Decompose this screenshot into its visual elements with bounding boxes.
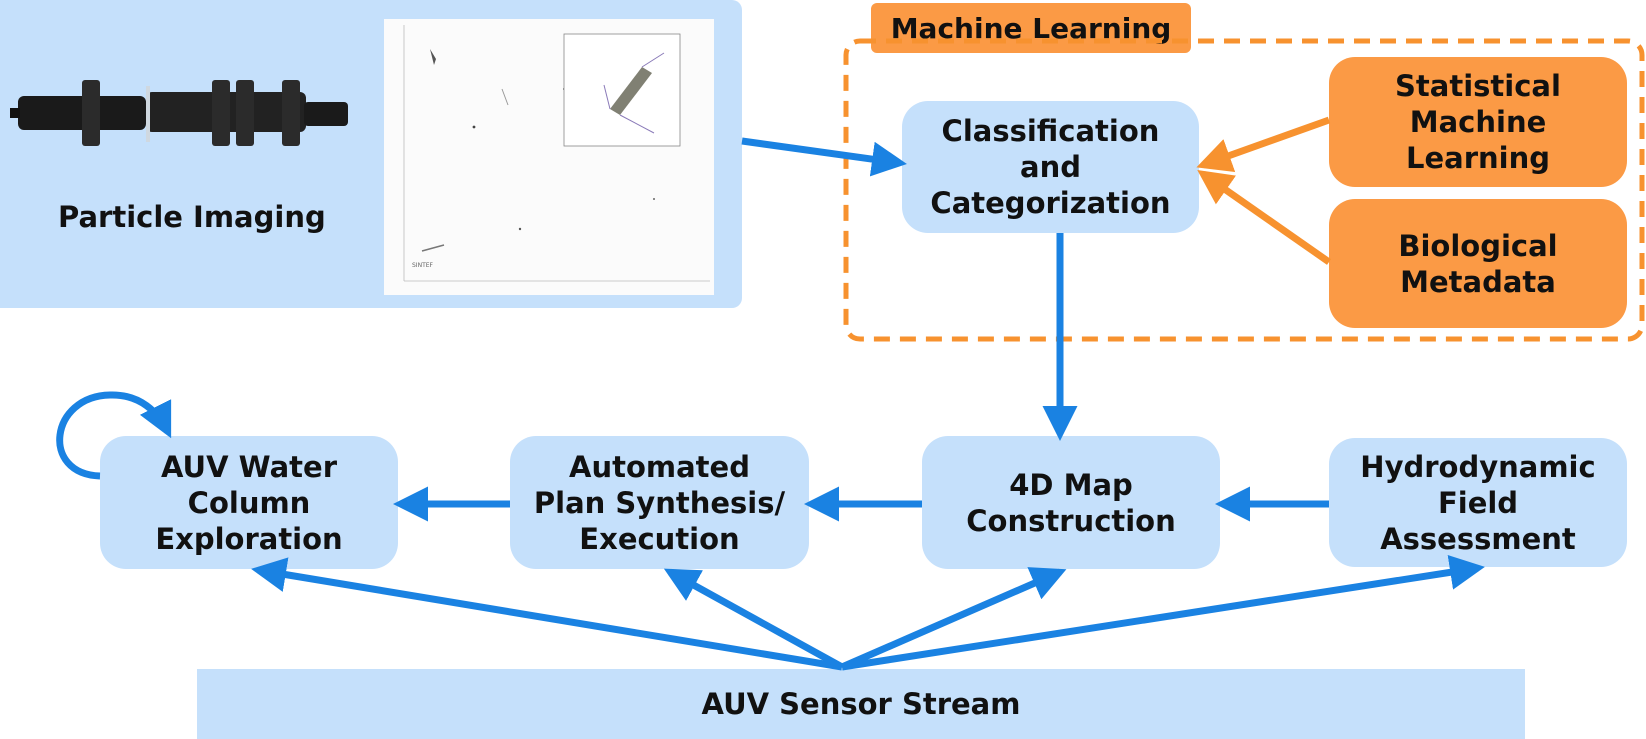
statistical-ml-label: Statistical Machine Learning [1395, 69, 1561, 175]
map-4d-label: 4D Map Construction [966, 467, 1176, 538]
arrow-statistical-to-classification [1196, 116, 1331, 173]
machine-learning-title: Machine Learning [871, 3, 1191, 53]
plan-synthesis-label: Automated Plan Synthesis/ Execution [533, 449, 786, 556]
particle-image: SINTEF [384, 19, 714, 295]
particle-camera-icon [10, 80, 348, 146]
hydrodynamic-node: Hydrodynamic Field Assessment [1329, 438, 1627, 567]
classification-label: Classification and Categorization [930, 114, 1171, 220]
arrow-sensor-to-map [840, 567, 1067, 671]
hydrodynamic-label: Hydrodynamic Field Assessment [1360, 449, 1596, 556]
sintef-logo: SINTEF [412, 262, 434, 269]
sensor-stream-bar: AUV Sensor Stream [197, 669, 1525, 739]
arrow-sensor-to-auv [251, 557, 843, 671]
statistical-ml-node: Statistical Machine Learning [1329, 57, 1627, 187]
biological-metadata-node: Biological Metadata [1329, 199, 1627, 328]
particle-imaging-panel: Particle Imaging SINTEF [0, 0, 742, 308]
plan-synthesis-node: Automated Plan Synthesis/ Execution [510, 436, 809, 569]
arrow-sensor-to-hydro [841, 555, 1485, 671]
arrow-sensor-to-plan [663, 568, 844, 671]
classification-node: Classification and Categorization [902, 101, 1199, 233]
arrow-imaging-to-classification [741, 137, 907, 177]
auv-exploration-node: AUV Water Column Exploration [100, 436, 398, 569]
arrow-biological-to-classification [1197, 169, 1332, 265]
map-4d-node: 4D Map Construction [922, 436, 1220, 569]
sensor-stream-label: AUV Sensor Stream [701, 687, 1021, 721]
particle-imaging-label: Particle Imaging [58, 200, 326, 234]
biological-metadata-label: Biological Metadata [1398, 228, 1558, 299]
auv-exploration-label: AUV Water Column Exploration [155, 449, 343, 556]
